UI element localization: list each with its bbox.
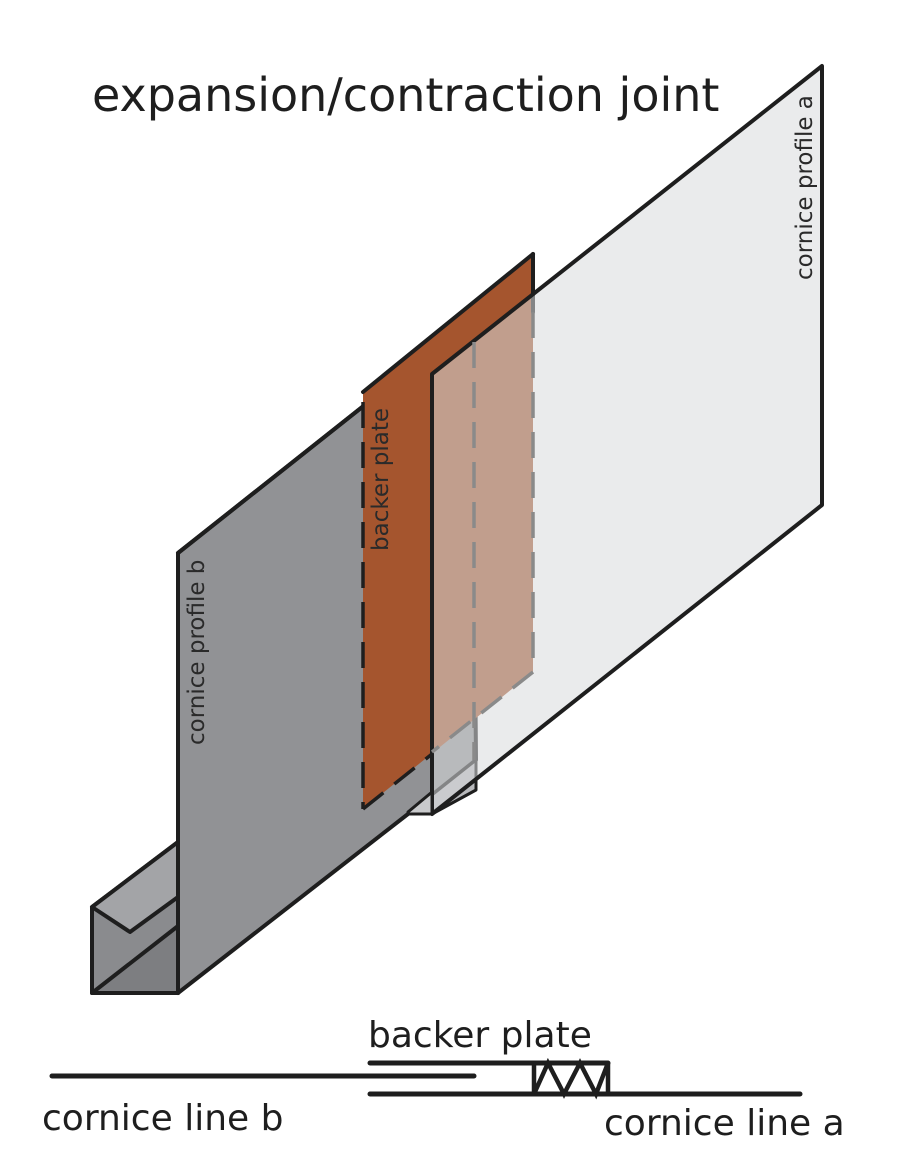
profile-a-face bbox=[430, 64, 824, 816]
joint-sealant-zigzag bbox=[531, 1057, 611, 1100]
label-backer-plate-3d: backer plate bbox=[368, 408, 394, 551]
label-cornice-line-a: cornice line a bbox=[604, 1103, 845, 1144]
label-backer-plate-section: backer plate bbox=[368, 1015, 592, 1056]
label-cornice-profile-a: cornice profile a bbox=[792, 95, 818, 280]
profile-a-bottom-return bbox=[406, 790, 434, 816]
label-cornice-profile-b: cornice profile b bbox=[184, 560, 210, 745]
section-detail bbox=[49, 1057, 803, 1100]
diagram-title: expansion/contraction joint bbox=[92, 68, 719, 122]
label-cornice-line-b: cornice line b bbox=[42, 1098, 283, 1139]
cornice-profile-a bbox=[406, 64, 824, 816]
